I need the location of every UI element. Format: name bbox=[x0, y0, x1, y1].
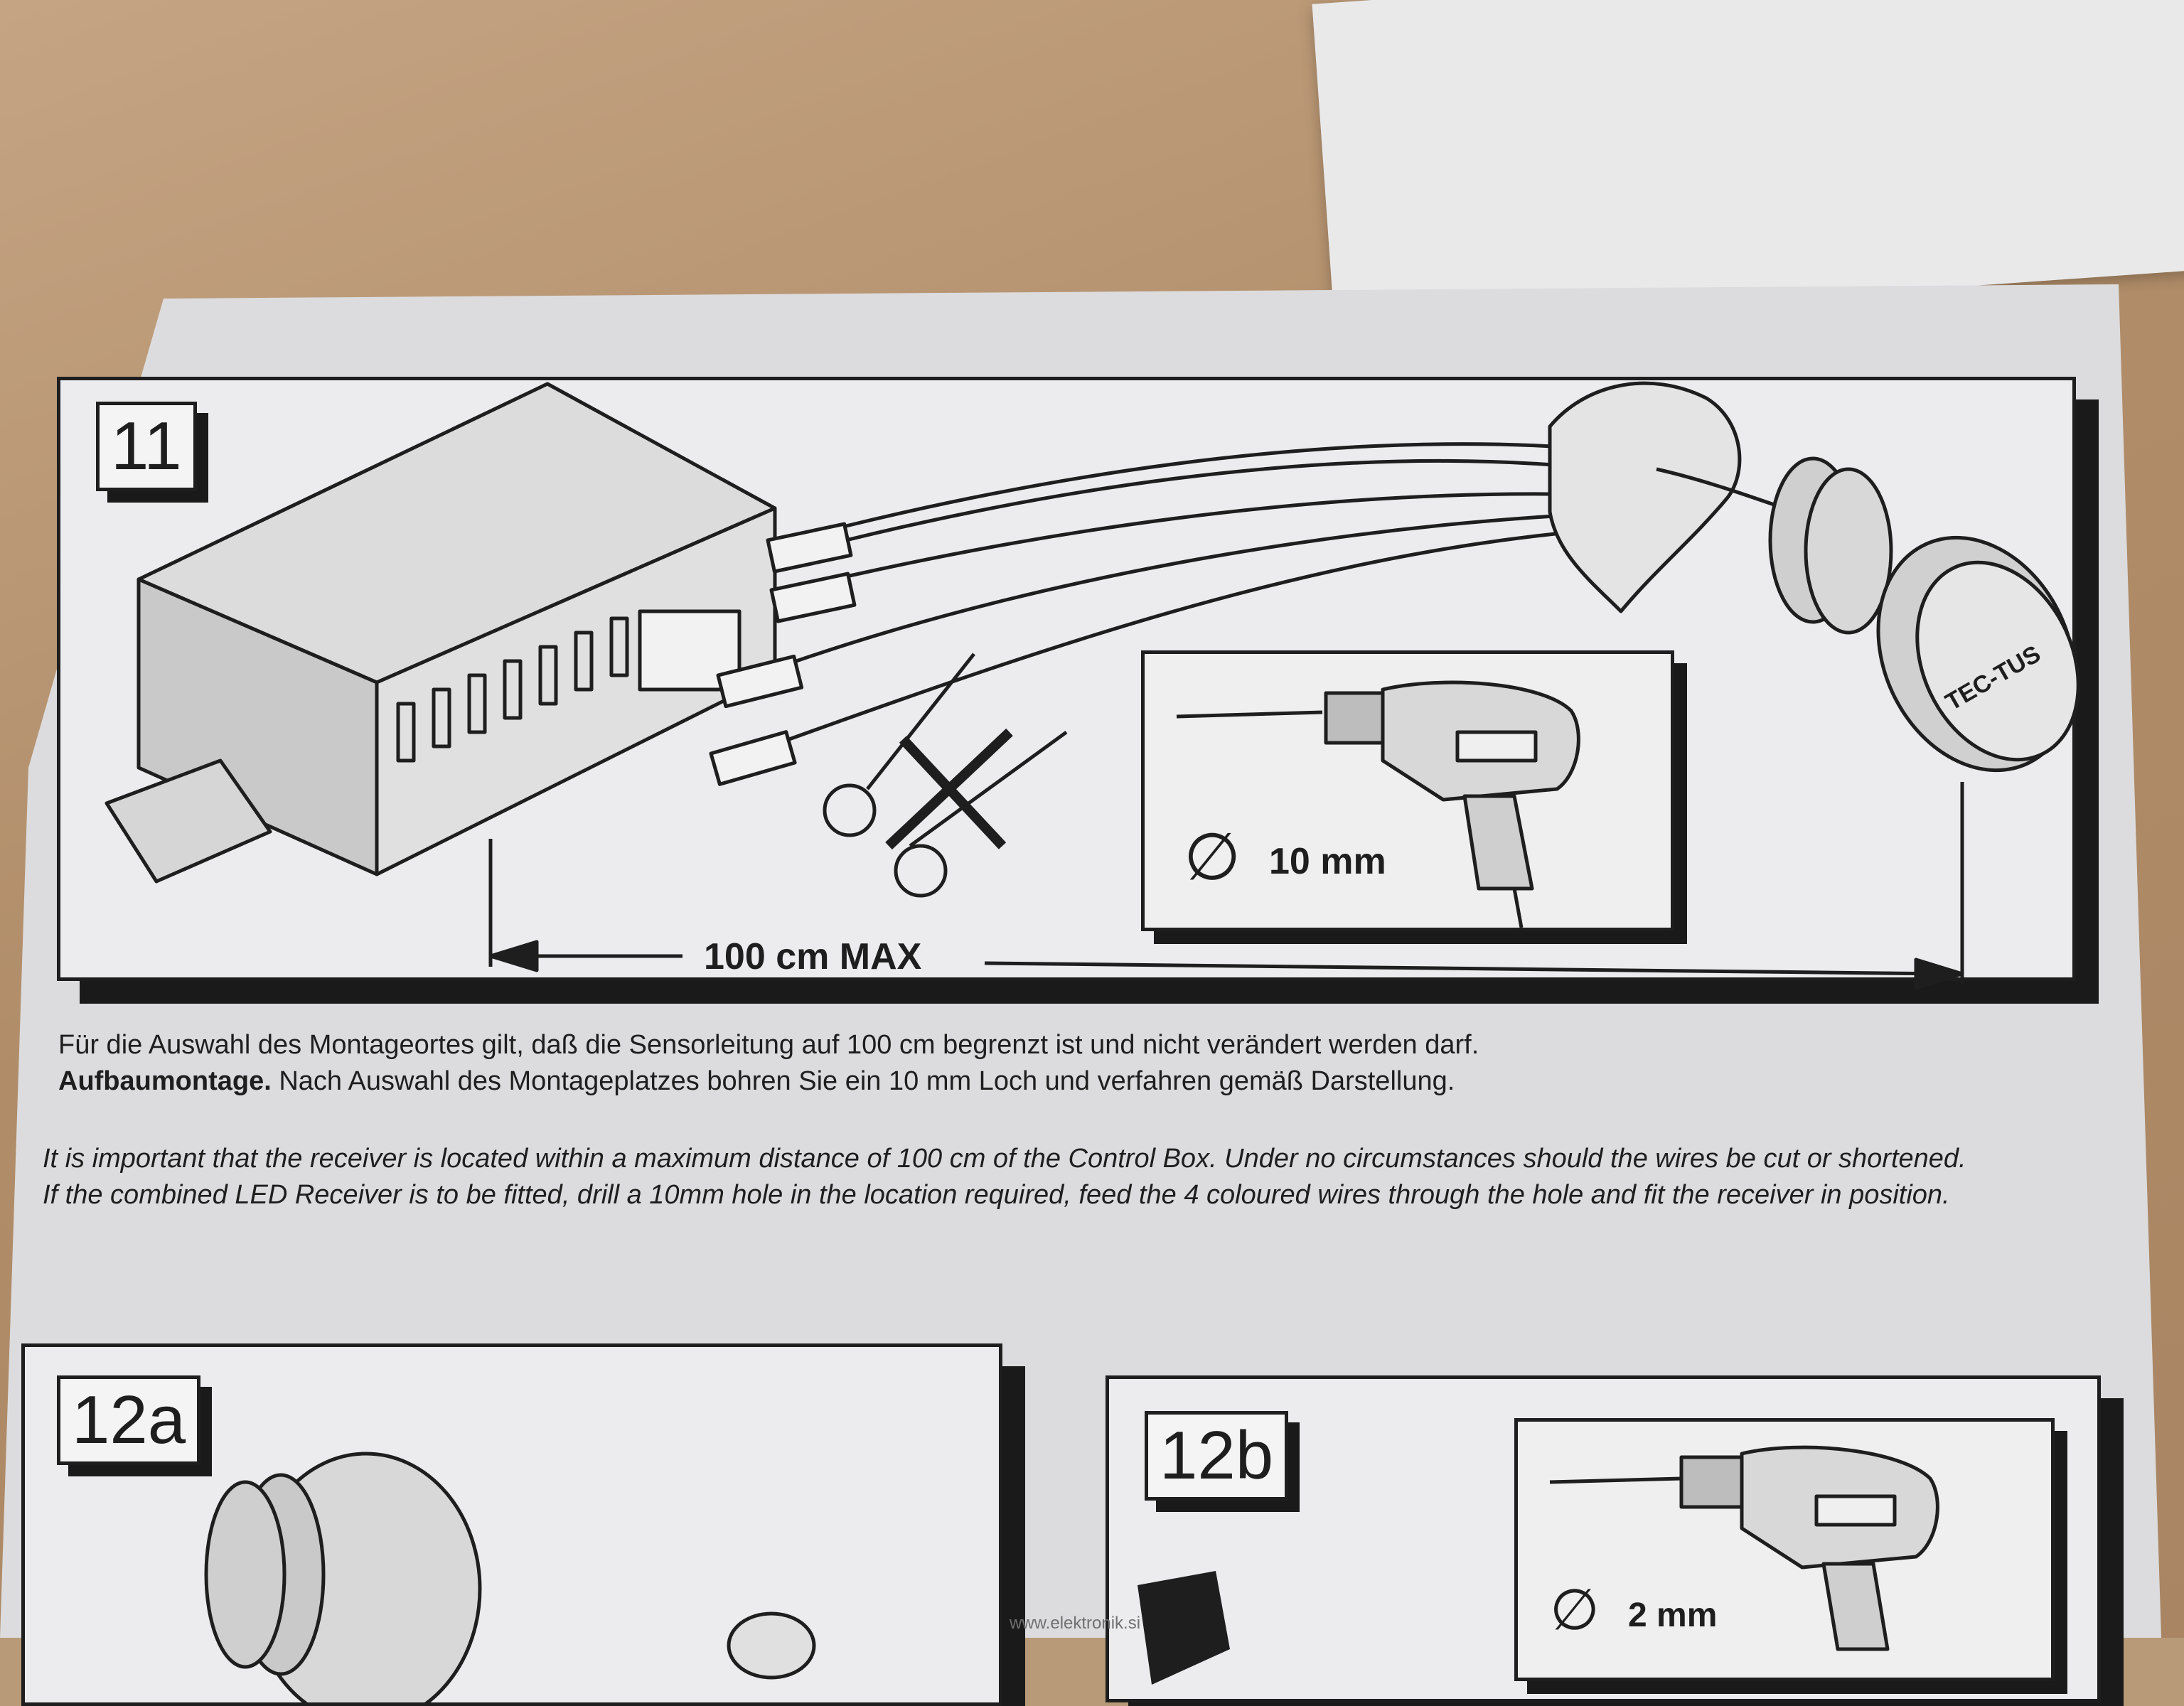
panel-11-illustration bbox=[105, 381, 2080, 990]
german-line-2-text: Nach Auswahl des Montageplatzes bohren S… bbox=[271, 1066, 1455, 1096]
german-line-1: Für die Auswahl des Montageortes gilt, d… bbox=[58, 1030, 1479, 1060]
german-bold-heading: Aufbaumontage. bbox=[58, 1066, 272, 1096]
diameter-symbol-12b: ∅ bbox=[1550, 1578, 1600, 1641]
diameter-symbol: ∅ bbox=[1184, 821, 1241, 894]
distance-label: 100 cm MAX bbox=[704, 936, 922, 977]
step-number-12b: 12b bbox=[1145, 1411, 1289, 1501]
german-line-2: Aufbaumontage. Nach Auswahl des Montagep… bbox=[58, 1063, 2120, 1100]
receiver-icon bbox=[1876, 535, 2080, 773]
connector-icon bbox=[709, 522, 857, 786]
watermark: www.elektronik.si bbox=[1010, 1614, 1141, 1633]
step-number-11: 11 bbox=[96, 402, 197, 491]
drill-icon-12b bbox=[1549, 1445, 1939, 1651]
drill-inset bbox=[1141, 650, 1674, 931]
english-instructions: It is important that the receiver is loc… bbox=[43, 1141, 2140, 1213]
drill-inset-12b bbox=[1514, 1418, 2055, 1681]
drill-icon bbox=[1176, 680, 1580, 928]
cross-icon bbox=[885, 728, 1013, 850]
english-paragraph-1: It is important that the receiver is loc… bbox=[43, 1144, 1966, 1174]
control-box-icon bbox=[105, 382, 777, 884]
german-instructions: Für die Auswahl des Montageortes gilt, d… bbox=[58, 1027, 2120, 1100]
scissors-icon bbox=[823, 653, 1068, 898]
step-number-12a: 12a bbox=[57, 1375, 201, 1465]
english-paragraph-2: If the combined LED Receiver is to be fi… bbox=[43, 1179, 1950, 1210]
arrow-icon bbox=[488, 782, 1964, 990]
drill-diameter-label-12b: 2 mm bbox=[1628, 1597, 1718, 1634]
drill-diameter-label: 10 mm bbox=[1269, 841, 1386, 882]
